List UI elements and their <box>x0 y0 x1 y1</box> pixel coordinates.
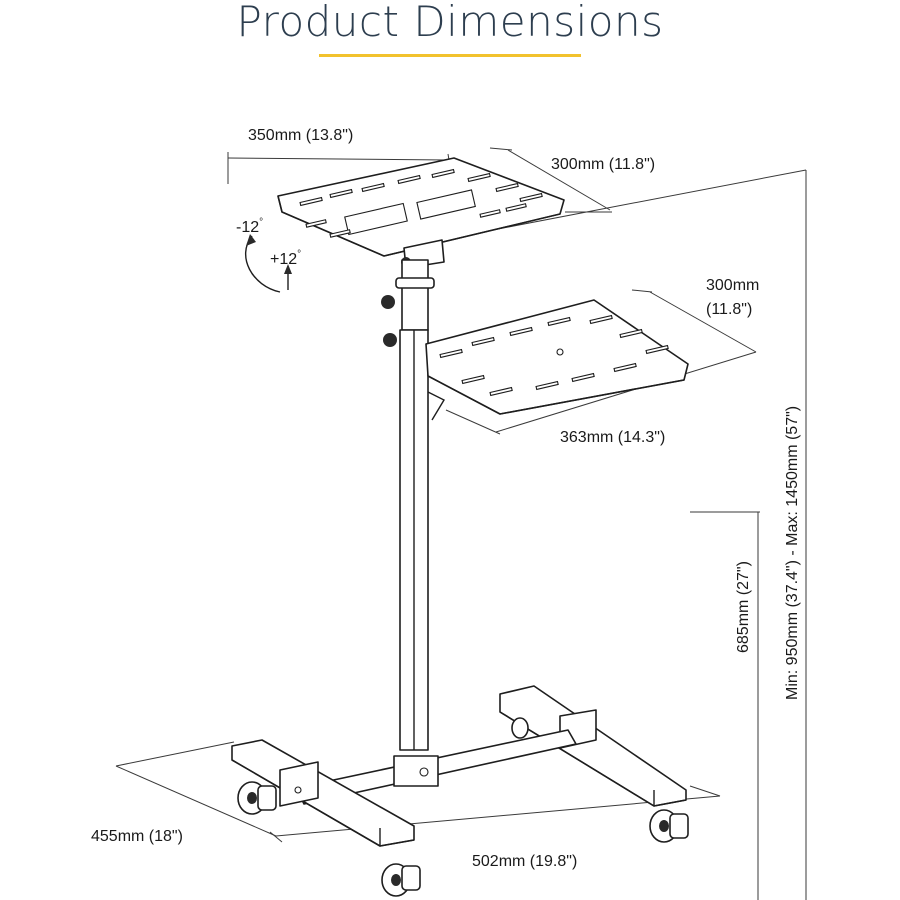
dimension-lines <box>115 147 807 900</box>
caster-wheel-icon <box>237 781 277 815</box>
lower-depth-label-line2: (11.8") <box>706 301 752 318</box>
top-depth-label: 300mm (11.8") <box>551 156 655 173</box>
caster-wheel-icon <box>381 863 421 897</box>
page-title: Product Dimensions <box>236 0 664 46</box>
top-tray-slots <box>299 168 543 238</box>
tilt-plus-label: +12° <box>270 249 301 268</box>
height-knob-icon[interactable] <box>381 295 395 309</box>
lower-depth-label-line1: 300mm <box>706 277 759 294</box>
casters <box>237 717 689 897</box>
caster-wheel-icon <box>649 809 689 843</box>
column <box>381 259 445 751</box>
arrow-up-icon <box>246 234 256 246</box>
top-width-label: 350mm (13.8") <box>248 127 353 144</box>
height-knob-icon[interactable] <box>383 333 397 347</box>
arrow-up-icon <box>284 264 292 274</box>
base-width-label: 502mm (19.8") <box>472 853 577 870</box>
lower-tray-slots <box>439 314 669 397</box>
lower-width-label: 363mm (14.3") <box>560 429 665 446</box>
top-tray <box>277 157 565 269</box>
lower-tray <box>425 299 689 415</box>
tilt-indicator <box>245 234 292 293</box>
lower-height-label: 685mm (27") <box>735 561 752 653</box>
total-height-label: Min: 950mm (37.4") - Max: 1450mm (57") <box>784 406 801 700</box>
base <box>231 685 687 847</box>
base-depth-label: 455mm (18") <box>91 828 183 845</box>
dimension-labels: 350mm (13.8") 300mm (11.8") -12° +12° 30… <box>91 127 801 870</box>
tilt-minus-label: -12° <box>236 217 263 236</box>
title-underline <box>319 54 581 57</box>
caster-wheel-icon <box>511 717 529 739</box>
